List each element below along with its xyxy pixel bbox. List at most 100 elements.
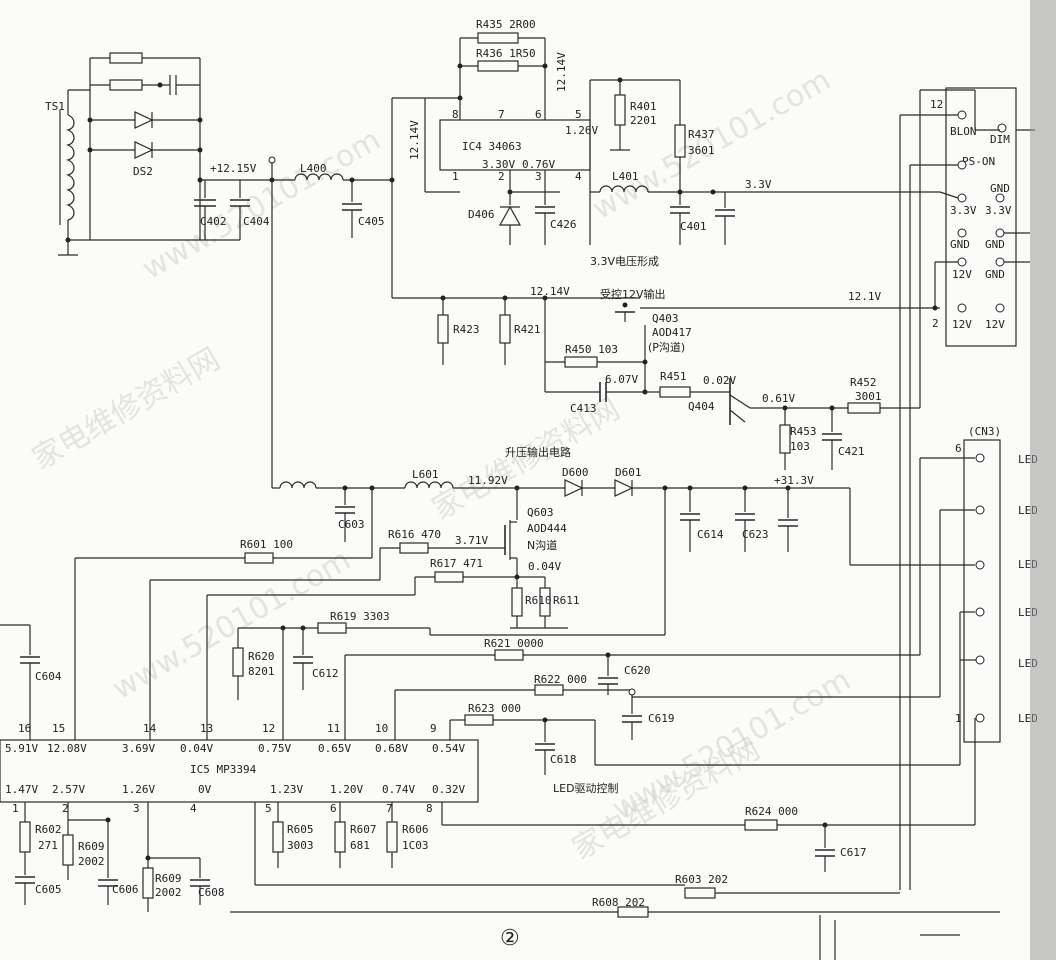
sec-led-label: LED驱动控制 bbox=[553, 781, 619, 795]
cn3-connector: (CN3) 6 1 LED LED LED LED LED LED bbox=[955, 425, 1038, 743]
ic4-name: IC4 34063 bbox=[462, 140, 522, 153]
ic5-top-v: 0.75V bbox=[258, 742, 291, 755]
watermark: www.520101.com bbox=[607, 662, 857, 827]
conn-right-1: GND bbox=[990, 182, 1010, 195]
v1214-ic4: 12.14V bbox=[555, 52, 568, 92]
r423-label: R423 bbox=[453, 323, 480, 336]
r607-label: R607 bbox=[350, 823, 377, 836]
conn-right-2: 3.3V bbox=[985, 204, 1012, 217]
boost-section: 升压输出电路 C603 L601 11.92V D600 D601 +31.3V… bbox=[0, 445, 975, 795]
ic5-top-pin: 12 bbox=[262, 722, 275, 735]
ic4-v-pin5: 1.26V bbox=[565, 124, 598, 137]
v1214-vert: 12.14V bbox=[408, 120, 421, 160]
page-edge bbox=[1030, 0, 1056, 960]
c405-label: C405 bbox=[358, 215, 385, 228]
ic5-bot-pin: 1 bbox=[12, 802, 19, 815]
d601-label: D601 bbox=[615, 466, 642, 479]
c614-label: C614 bbox=[697, 528, 724, 541]
c605-label: C605 bbox=[35, 883, 62, 896]
r609a-label: R609 bbox=[78, 840, 105, 853]
ic5-top-pin: 11 bbox=[327, 722, 340, 735]
ic5-top-pin: 16 bbox=[18, 722, 31, 735]
c612-label: C612 bbox=[312, 667, 339, 680]
c402-label: C402 bbox=[200, 215, 227, 228]
d406-label: D406 bbox=[468, 208, 495, 221]
sec-33v-label: 3.3V电压形成 bbox=[590, 255, 659, 268]
ic5-top-pin: 9 bbox=[430, 722, 437, 735]
c404-label: C404 bbox=[243, 215, 270, 228]
r437-label: R437 bbox=[688, 128, 715, 141]
ic5-bot-v: 1.47V bbox=[5, 783, 38, 796]
r450-label: R450 103 bbox=[565, 343, 618, 356]
page-number: ② bbox=[500, 926, 520, 951]
ic5-bot-pin: 7 bbox=[386, 802, 393, 815]
ic5-bot-v: 0.74V bbox=[382, 783, 415, 796]
v1215-label: +12.15V bbox=[210, 162, 257, 175]
c421-label: C421 bbox=[838, 445, 865, 458]
r401-label: R401 bbox=[630, 100, 657, 113]
ic4-pin2: 2 bbox=[498, 170, 505, 183]
r601-label: R601 100 bbox=[240, 538, 293, 551]
c401-label: C401 bbox=[680, 220, 707, 233]
r609b-value: 2002 bbox=[155, 886, 182, 899]
l400-section: L400 C405 bbox=[240, 156, 395, 488]
ic4-pin4: 4 bbox=[575, 170, 582, 183]
cn3-pin6: 6 bbox=[955, 442, 962, 455]
c620-label: C620 bbox=[624, 664, 651, 677]
v121-label: 12.1V bbox=[848, 290, 881, 303]
c604-label: C604 bbox=[35, 670, 62, 683]
r453-value: 103 bbox=[790, 440, 810, 453]
q603-type: N沟道 bbox=[527, 538, 557, 552]
cn3-name: (CN3) bbox=[968, 425, 1001, 438]
ic4-pin6: 6 bbox=[535, 108, 542, 121]
r610-label: R610 bbox=[525, 594, 552, 607]
r609a-value: 2002 bbox=[78, 855, 105, 868]
conn-left-4: 12V bbox=[952, 268, 972, 281]
ic5-section: IC5 MP3394 16 15 14 13 12 11 10 9 5.91V … bbox=[0, 718, 1000, 960]
r436-label: R436 1R50 bbox=[476, 47, 536, 60]
r452-label: R452 bbox=[850, 376, 877, 389]
watermark: 家电维修资料网 bbox=[27, 342, 226, 477]
c426-label: C426 bbox=[550, 218, 577, 231]
l401-label: L401 bbox=[612, 170, 639, 183]
ic4-pin5: 5 bbox=[575, 108, 582, 121]
ic5-bot-v: 1.20V bbox=[330, 783, 363, 796]
r608-label: R608 202 bbox=[592, 896, 645, 909]
r605-value: 3003 bbox=[287, 839, 314, 852]
r617-label: R617 471 bbox=[430, 557, 483, 570]
r607-value: 681 bbox=[350, 839, 370, 852]
r622-label: R622 000 bbox=[534, 673, 587, 686]
r606-label: R606 bbox=[402, 823, 429, 836]
ic4-pin3: 3 bbox=[535, 170, 542, 183]
r452-value: 3001 bbox=[855, 390, 882, 403]
ic5-top-v: 3.69V bbox=[122, 742, 155, 755]
v061-label: 0.61V bbox=[762, 392, 795, 405]
ic5-bot-pin: 5 bbox=[265, 802, 272, 815]
ic5-bot-pin: 6 bbox=[330, 802, 337, 815]
conn-left-3: GND bbox=[950, 238, 970, 251]
r620-label: R620 bbox=[248, 650, 275, 663]
r453-label: R453 bbox=[790, 425, 817, 438]
ic5-bot-v: 2.57V bbox=[52, 783, 85, 796]
c617-label: C617 bbox=[840, 846, 867, 859]
q404-label: Q404 bbox=[688, 400, 715, 413]
v002-label: 0.02V bbox=[703, 374, 736, 387]
r605-label: R605 bbox=[287, 823, 314, 836]
ic5-bot-v: 1.23V bbox=[270, 783, 303, 796]
ic5-top-pin: 10 bbox=[375, 722, 388, 735]
r603-label: R603 202 bbox=[675, 873, 728, 886]
r437-value: 3601 bbox=[688, 144, 715, 157]
controlled-12v-section: 12.14V 受控12V输出 12.1V R423 R421 Q403 AOD4… bbox=[392, 90, 940, 890]
ic5-top-pin: 14 bbox=[143, 722, 157, 735]
ic5-top-v: 0.68V bbox=[375, 742, 408, 755]
r602-label: R602 bbox=[35, 823, 62, 836]
conn-right-0: DIM bbox=[990, 133, 1010, 146]
r616-label: R616 470 bbox=[388, 528, 441, 541]
ic5-top-v: 12.08V bbox=[47, 742, 87, 755]
q403-label: Q403 bbox=[652, 312, 679, 325]
c606-label: C606 bbox=[112, 883, 139, 896]
v607-label: 6.07V bbox=[605, 373, 638, 386]
conn-left-0: BLON bbox=[950, 125, 977, 138]
r620-value: 8201 bbox=[248, 665, 275, 678]
